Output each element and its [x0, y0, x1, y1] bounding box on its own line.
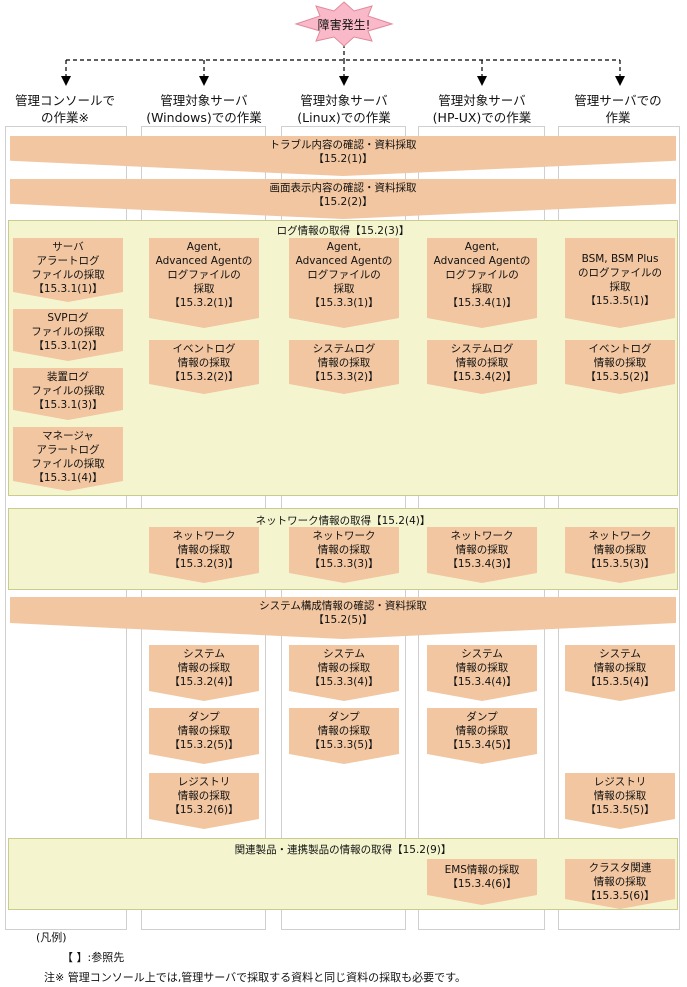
- box-win-system: システム 情報の採取 【15.3.2(4)】: [149, 645, 259, 701]
- box-linux-agent-log: Agent, Advanced Agentの ログファイルの 採取 【15.3.…: [289, 238, 399, 328]
- box-win-agent-log: Agent, Advanced Agentの ログファイルの 採取 【15.3.…: [149, 238, 259, 328]
- header-mgmt-server: 管理サーバでの 作業: [574, 93, 662, 125]
- box-mgmt-event-log: イベントログ 情報の採取 【15.3.5(2)】: [565, 340, 675, 394]
- box-linux-dump: ダンプ 情報の採取 【15.3.3(5)】: [289, 708, 399, 764]
- box-device-log: 装置ログ ファイルの採取 【15.3.1(3)】: [13, 368, 123, 420]
- zone-log-title: ログ情報の取得【15.2(3)】: [276, 225, 410, 237]
- header-windows: 管理対象サーバ (Windows)での作業: [146, 93, 262, 125]
- box-server-alert-log: サーバ アラートログ ファイルの採取 【15.3.1(1)】: [13, 238, 123, 302]
- box-hpux-syslog: システムログ 情報の採取 【15.3.4(2)】: [427, 340, 537, 394]
- box-manager-alert-log: マネージャ アラートログ ファイルの採取 【15.3.1(4)】: [13, 427, 123, 491]
- box-linux-syslog: システムログ 情報の採取 【15.3.3(2)】: [289, 340, 399, 394]
- box-mgmt-registry: レジストリ 情報の採取 【15.3.5(5)】: [565, 773, 675, 829]
- header-hpux: 管理対象サーバ (HP-UX)での作業: [432, 93, 532, 125]
- box-hpux-dump: ダンプ 情報の採取 【15.3.4(5)】: [427, 708, 537, 764]
- box-mgmt-cluster: クラスタ関連 情報の採取 【15.3.5(6)】: [565, 859, 675, 909]
- box-win-dump: ダンプ 情報の採取 【15.3.2(5)】: [149, 708, 259, 764]
- box-linux-network: ネットワーク 情報の採取 【15.3.3(3)】: [289, 527, 399, 583]
- box-hpux-network: ネットワーク 情報の採取 【15.3.4(3)】: [427, 527, 537, 583]
- box-hpux-ems: EMS情報の採取 【15.3.4(6)】: [427, 859, 537, 905]
- box-mgmt-network: ネットワーク 情報の採取 【15.3.5(3)】: [565, 527, 675, 583]
- box-linux-system: システム 情報の採取 【15.3.3(4)】: [289, 645, 399, 701]
- zone-related-title: 関連製品・連携製品の情報の取得【15.2(9)】: [234, 844, 452, 856]
- box-win-registry: レジストリ 情報の採取 【15.3.2(6)】: [149, 773, 259, 829]
- start-label: 障害発生!: [317, 18, 371, 32]
- box-mgmt-system: システム 情報の採取 【15.3.5(4)】: [565, 645, 675, 701]
- legend-brackets: 【 】:参照先: [62, 951, 125, 964]
- box-hpux-system: システム 情報の採取 【15.3.4(4)】: [427, 645, 537, 701]
- zone-network-title: ネットワーク情報の取得【15.2(4)】: [255, 515, 431, 527]
- start-star-shape: [294, 1, 394, 47]
- box-win-network: ネットワーク 情報の採取 【15.3.2(3)】: [149, 527, 259, 583]
- legend-title: (凡例): [36, 931, 67, 944]
- box-hpux-agent-log: Agent, Advanced Agentの ログファイルの 採取 【15.3.…: [427, 238, 537, 328]
- box-svp-log: SVPログ ファイルの採取 【15.3.1(2)】: [13, 309, 123, 361]
- box-bsm-log: BSM, BSM Plus のログファイルの 採取 【15.3.5(1)】: [565, 238, 675, 328]
- header-linux: 管理対象サーバ (Linux)での作業: [297, 93, 391, 125]
- legend-note: 注※ 管理コンソール上では,管理サーバで採取する資料と同じ資料の採取も必要です。: [44, 971, 466, 984]
- header-console: 管理コンソールで の作業※: [14, 93, 115, 125]
- box-win-event-log: イベントログ 情報の採取 【15.3.2(2)】: [149, 340, 259, 394]
